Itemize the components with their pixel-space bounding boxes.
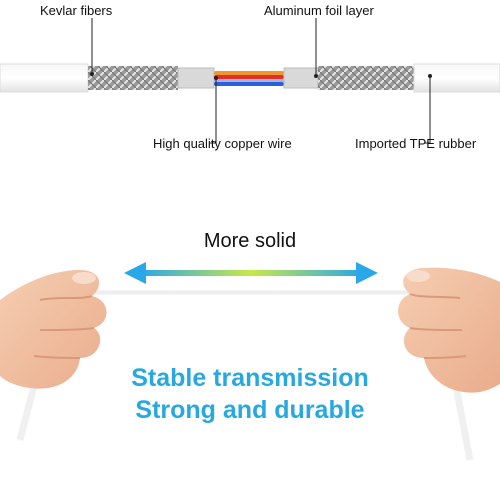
leader-lines xyxy=(91,18,431,144)
cable-cross-section xyxy=(0,63,500,93)
double-arrow-icon xyxy=(124,262,378,284)
kevlar-braid-right xyxy=(318,66,414,90)
tpe-jacket-left xyxy=(0,63,89,93)
headline: More solid xyxy=(203,230,297,252)
leader-dots xyxy=(90,72,432,80)
foil-left xyxy=(177,67,215,89)
left-hand xyxy=(0,270,107,389)
kevlar-braid-left xyxy=(88,66,178,90)
tpe-jacket-right xyxy=(413,63,500,93)
tagline-stable: Stable transmission xyxy=(131,364,369,392)
foil-right xyxy=(283,67,319,89)
aluminum-foil-label: Aluminum foil layer xyxy=(264,3,374,18)
copper-wire-label: High quality copper wire xyxy=(153,136,292,151)
copper-wires xyxy=(214,71,284,86)
kevlar-fibers-label: Kevlar fibers xyxy=(40,3,113,18)
tagline-strong: Strong and durable xyxy=(135,396,365,424)
tpe-rubber-label: Imported TPE rubber xyxy=(355,136,477,151)
right-hand xyxy=(398,267,500,393)
